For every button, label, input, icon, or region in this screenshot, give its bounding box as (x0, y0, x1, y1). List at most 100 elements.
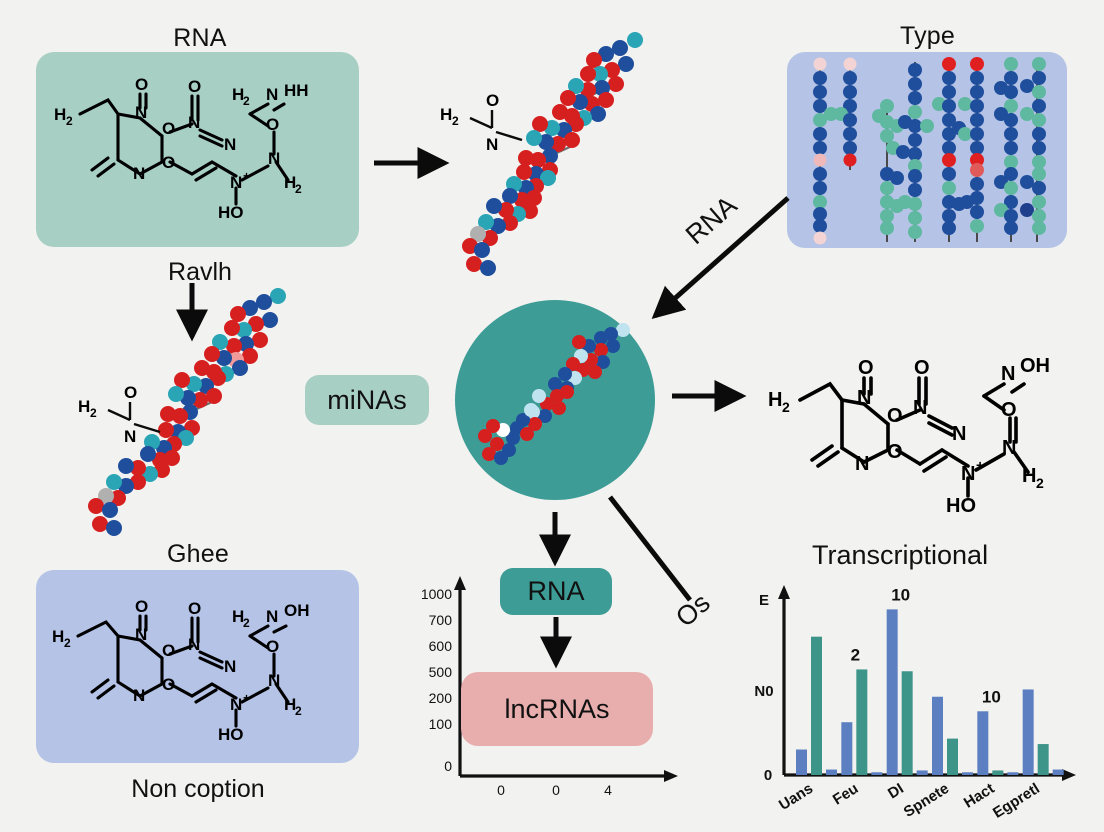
category-label: DI (885, 780, 907, 802)
left-rna-molecule: H 2 O N (78, 282, 328, 547)
svg-text:700: 700 (429, 612, 453, 628)
bar-Spnete-series-2 (947, 738, 958, 775)
bar-value-label: 2 (851, 645, 860, 664)
atom-label-o-3: O (162, 119, 175, 138)
type-bead-clusters (787, 52, 1067, 248)
atom-label-h2: H (54, 105, 66, 124)
r-atom-label-n-5: N (1002, 437, 1016, 459)
svg-text:1000: 1000 (421, 586, 452, 602)
svg-text:0: 0 (497, 782, 505, 798)
g-atom-label-n-5: N (268, 671, 280, 690)
g-atom-label-o-4: O (162, 675, 175, 694)
bar-Hact-series-2 (992, 770, 1004, 775)
bar-Egpretl-series-2 (1037, 744, 1049, 775)
svg-text:4: 4 (604, 782, 612, 798)
r-atom-label-plus: + (976, 457, 984, 473)
g-atom-label-h2: H (52, 627, 64, 646)
atom-label-n-4: N (133, 164, 145, 183)
rna-structure-panel (36, 52, 359, 247)
svg-text:100: 100 (429, 716, 453, 732)
bar-Hact-series-1 (977, 711, 989, 775)
r-atom-label-o-4: O (887, 441, 903, 463)
bar-Uans-series-1 (796, 749, 807, 775)
rna-panel-caption: Ravlh (168, 258, 232, 286)
g-atom-label-o-5: O (266, 637, 279, 656)
bar-DI-series-1 (886, 609, 898, 775)
r-atom-label-n-4: N (855, 453, 869, 475)
atom-label-o-1: O (135, 75, 148, 94)
type-panel-title: Type (900, 22, 955, 50)
atom-label-h2-right: H (284, 173, 296, 192)
r-atom-label-n-plus: N (961, 463, 975, 485)
rna-flow-chip[interactable]: RNA (500, 568, 612, 615)
svg-text:0: 0 (552, 782, 560, 798)
g-atom-label-h2-sub: 2 (64, 636, 71, 650)
g-atom-label-o-2: O (188, 599, 201, 618)
g-atom-label-n-2: N (188, 635, 200, 654)
y-axis-label-mid: N0 (754, 683, 773, 700)
r-atom-label-ho: HO (946, 495, 976, 517)
atom-label-n-6: N (266, 85, 278, 104)
bar-Spnete-series-1 (932, 696, 943, 775)
g-atom-label-h2-mid: H (232, 607, 244, 626)
atom-label-hh: HH (284, 81, 309, 100)
g-atom-label-n-plus: N (230, 695, 242, 714)
atom-label-h2-right-sub: 2 (295, 182, 302, 196)
atom-label-h2-mid-sub: 2 (243, 94, 250, 108)
ghee-panel-title: Ghee (167, 540, 229, 568)
lncrna-axes-chart: 1000 700 600 500 200 100 0 0 0 4 (408, 566, 688, 798)
r-atom-label-n-2: N (913, 397, 927, 419)
r-atom-label-oh: OH (1020, 355, 1050, 377)
g-atom-label-n-4: N (133, 686, 145, 705)
atom-label-ho: HO (218, 203, 244, 222)
ghee-panel-caption: Non coption (131, 775, 265, 803)
atom-label-h2-top-sub: 2 (452, 114, 459, 128)
g-atom-label-n-1: N (135, 625, 147, 644)
category-label: Egpretl (990, 780, 1043, 822)
lncrnas-flow-chip[interactable]: lncRNAs (461, 672, 653, 746)
atom-label-n-1: N (135, 103, 147, 122)
atom-label-n-3: N (224, 135, 236, 154)
arrow-label-rna: RNA (679, 190, 743, 251)
atom-label-n-plus: N (230, 173, 242, 192)
bar-DI-series-3 (916, 770, 928, 775)
rna-chemical-structure: H 2 O O N N N O O N N + HO N H 2 O N HH … (36, 52, 359, 247)
r-atom-label-o-1: O (858, 357, 874, 379)
svg-text:200: 200 (429, 690, 453, 706)
r-atom-label-o-2: O (914, 357, 930, 379)
g-atom-label-n-6: N (266, 607, 278, 626)
bar-Uans-series-2 (811, 636, 822, 775)
minas-chip[interactable]: miNAs (305, 375, 429, 425)
atom-label-o-top: O (486, 91, 499, 110)
g-atom-label-h2-right-sub: 2 (295, 704, 302, 718)
bar-value-label: 10 (891, 585, 910, 604)
atom-label-h2-left-sub: 2 (90, 406, 97, 420)
category-label: Feu (830, 780, 862, 809)
svg-text:500: 500 (429, 664, 453, 680)
atom-label-h2-left: H (78, 397, 90, 416)
svg-text:0: 0 (444, 758, 452, 774)
atom-label-o-5: O (266, 115, 279, 134)
ghee-chemical-structure: H 2 O O N N N O O N N + HO N H 2 O N OH … (36, 570, 359, 763)
transcriptional-title-text: Transcriptional (812, 540, 989, 570)
r-atom-label-h2: H (768, 389, 782, 411)
bar-Feu-series-2 (856, 669, 868, 775)
x-tick-labels: 0 0 4 (497, 782, 612, 798)
category-label: Uans (776, 780, 816, 814)
g-atom-label-o-3: O (162, 641, 175, 660)
g-atom-label-plus: + (243, 691, 250, 705)
bar-value-label: 10 (982, 687, 1001, 706)
atom-label-o-left: O (124, 383, 137, 402)
ghee-structure-panel (36, 570, 359, 763)
bar-Feu-series-3 (871, 772, 883, 775)
atom-label-n-top: N (486, 135, 498, 154)
bar-Spnete-series-3 (962, 772, 973, 775)
r-atom-label-o-5: O (1001, 399, 1017, 421)
bar-Egpretl-series-1 (1022, 689, 1034, 775)
atom-label-n-left: N (124, 427, 136, 446)
g-atom-label-ho: HO (218, 725, 244, 744)
r-atom-label-h2-right: H (1022, 465, 1036, 487)
central-circle-molecule (455, 300, 655, 500)
